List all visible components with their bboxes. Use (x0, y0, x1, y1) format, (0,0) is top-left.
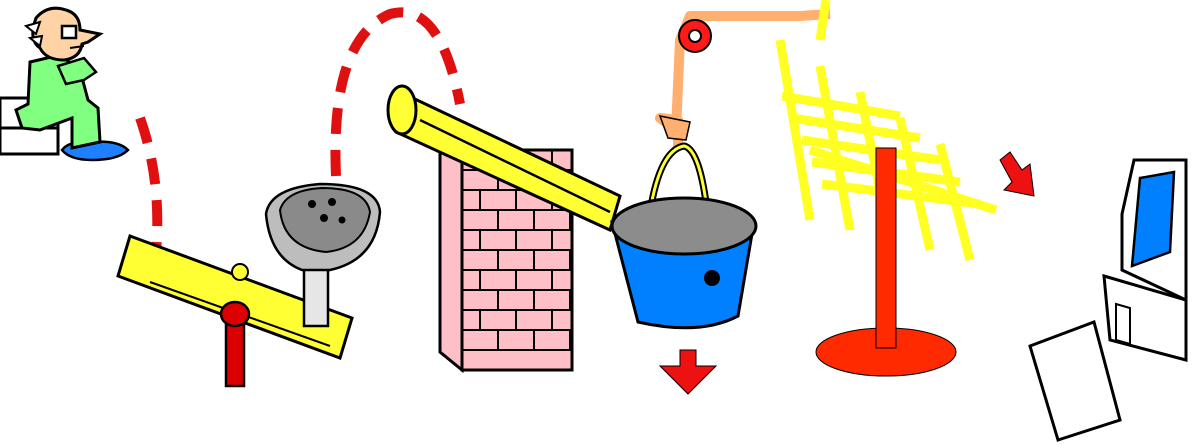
funnel-ball-1 (308, 200, 316, 208)
pulley-hub (688, 29, 702, 43)
seesaw-fulcrum-post (224, 316, 246, 388)
man-arm (56, 56, 98, 86)
stand-pole (875, 147, 897, 349)
stand-icon (815, 147, 957, 377)
computer-keyboard (1028, 320, 1122, 442)
funnel-spout (302, 264, 330, 328)
down-arrow-icon (658, 349, 718, 395)
trajectory-man-to-seesaw (135, 116, 163, 253)
rope-and-pulley (655, 9, 831, 150)
funnel-ball-4 (338, 216, 346, 224)
scissor-bar (791, 113, 921, 143)
trajectory-funnel-to-chute (330, 7, 465, 177)
man-mouth (69, 45, 85, 49)
bucket-weight (704, 270, 720, 286)
down-arrow-shape (658, 349, 718, 395)
chute-end (386, 84, 418, 136)
scissor-strut (775, 39, 815, 221)
bucket-water (610, 196, 758, 256)
scissor-bar (781, 91, 901, 121)
pillar-side (438, 148, 464, 374)
computer-icon (1028, 158, 1188, 442)
scissor-bar (801, 135, 941, 165)
man-glasses (60, 24, 78, 40)
scissor-bar (808, 145, 998, 215)
computer-drive (1115, 302, 1131, 346)
chute-icon (386, 84, 622, 233)
funnel-ball-3 (320, 214, 328, 222)
seesaw-fulcrum-knob (219, 300, 251, 328)
chute-inner-edge (419, 118, 611, 214)
man-hair (23, 20, 44, 48)
scissor-top-link (815, 0, 831, 41)
seesaw-pivot (231, 263, 249, 281)
diagonal-arrow-icon (999, 151, 1035, 197)
rope-knot (658, 115, 691, 141)
seesaw-icon (116, 234, 354, 388)
bucket-icon (610, 142, 758, 330)
pulley-icon (678, 19, 712, 53)
trajectory-paths (135, 7, 465, 253)
funnel-icon (264, 182, 382, 328)
funnel-ball-2 (328, 198, 336, 206)
seesaw-plank (116, 234, 354, 360)
monitor-screen (1130, 170, 1176, 268)
diagonal-arrow-shape (999, 151, 1035, 197)
old-man-icon (0, 6, 130, 162)
